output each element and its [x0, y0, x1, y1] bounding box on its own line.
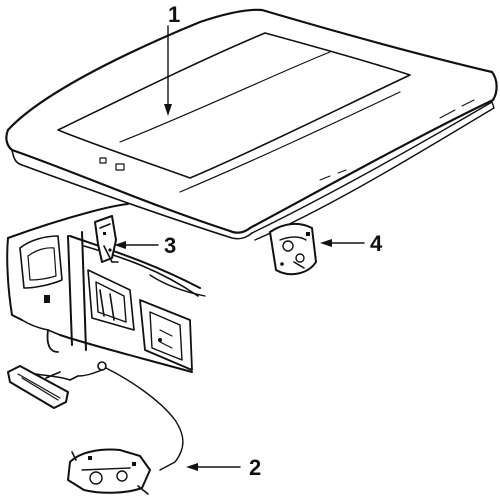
release-handle	[7, 365, 79, 409]
latch-bracket	[269, 222, 317, 276]
hood-latch	[67, 448, 151, 495]
callout-1: 1	[168, 2, 180, 27]
release-cable	[77, 361, 184, 471]
leader-arrow-3	[114, 241, 126, 249]
callout-4: 4	[370, 231, 383, 256]
callout-leaders	[114, 25, 365, 471]
leader-arrow-1	[164, 104, 172, 116]
callout-3: 3	[164, 233, 176, 258]
radiator-support-structure	[6, 203, 206, 373]
hood-panel	[5, 8, 498, 241]
leader-arrow-4	[320, 239, 332, 247]
callout-2: 2	[249, 455, 261, 480]
hood-hinge	[94, 215, 119, 263]
leader-arrow-2	[186, 463, 198, 471]
callout-labels: 1 2 3 4	[164, 2, 383, 480]
